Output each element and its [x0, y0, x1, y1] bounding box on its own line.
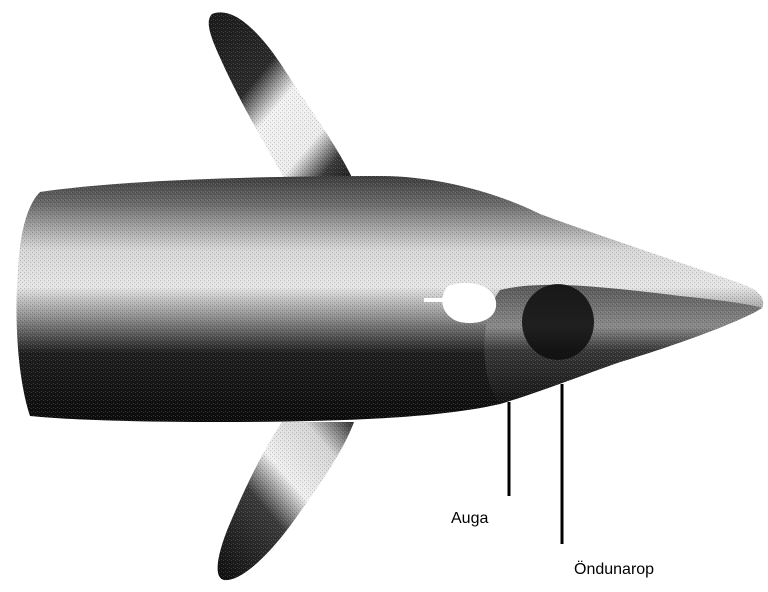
whale-body [17, 176, 764, 422]
upper-flipper [209, 12, 356, 188]
eye-patch [522, 284, 594, 360]
eye-label: Auga [451, 511, 488, 527]
lower-flipper [218, 422, 354, 580]
blowhole-label: Öndunarop [574, 562, 654, 578]
